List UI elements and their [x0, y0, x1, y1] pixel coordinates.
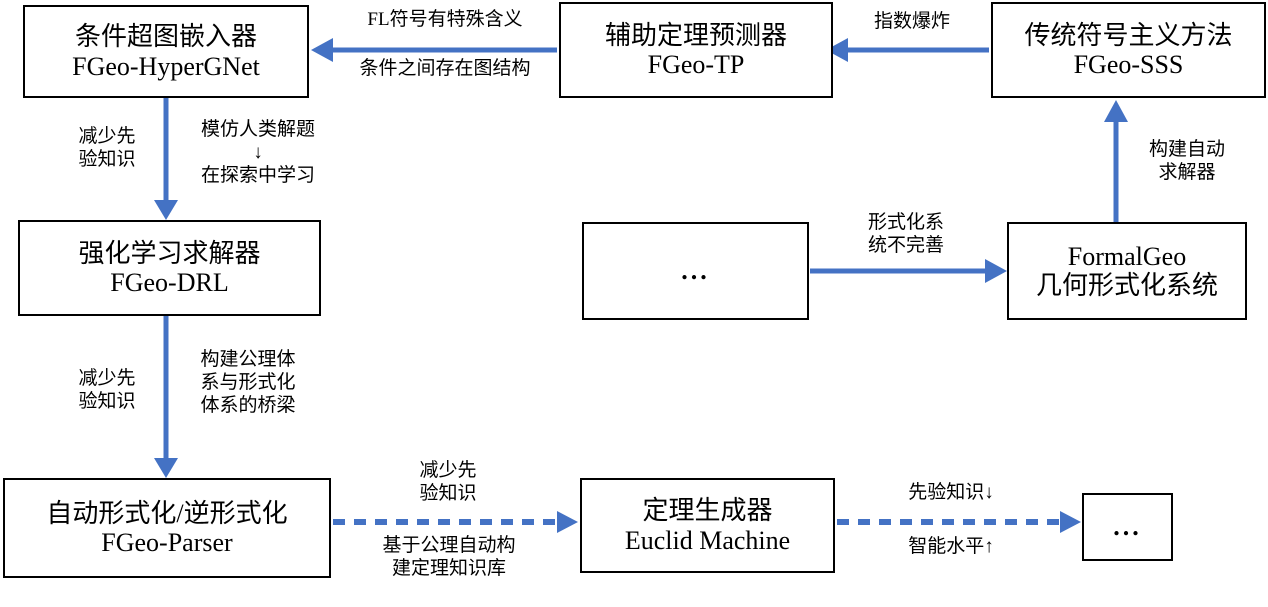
- edge-label-hypergnet-to-drl-left: 减少先 验知识: [78, 126, 136, 171]
- node-fgeo-drl[interactable]: 强化学习求解器 FGeo-DRL: [18, 220, 321, 316]
- edge-label-sss-to-tp: 指数爆炸: [873, 11, 950, 32]
- node-mid-ellipsis[interactable]: ...: [582, 222, 809, 320]
- edge-parser-to-euclid: [333, 511, 578, 533]
- node-fgeo-tp-line2: FGeo-TP: [647, 50, 745, 79]
- node-fgeo-tp-line1: 辅助定理预测器: [604, 20, 787, 50]
- edge-label-hypergnet-to-drl-right: 模仿人类解题 ↓ 在探索中学习: [200, 119, 315, 187]
- edge-label-parser-to-euclid-above: 减少先 验知识: [419, 460, 477, 505]
- node-end-ellipsis-label: ...: [1113, 512, 1142, 542]
- node-euclid-machine-line1: 定理生成器: [642, 496, 773, 526]
- node-fgeo-parser-line1: 自动形式化/逆形式化: [46, 498, 288, 528]
- node-fgeo-sss[interactable]: 传统符号主义方法 FGeo-SSS: [991, 2, 1266, 98]
- edge-label-drl-to-parser-right: 构建公理体 系与形式化 体系的桥梁: [200, 349, 296, 417]
- node-formalgeo-line2: 几何形式化系统: [1035, 271, 1218, 300]
- node-formalgeo-line1: FormalGeo: [1067, 241, 1187, 271]
- node-fgeo-parser-line2: FGeo-Parser: [101, 528, 233, 557]
- node-fgeo-sss-line1: 传统符号主义方法: [1024, 20, 1233, 50]
- node-hypergnet-line2: FGeo-HyperGNet: [72, 51, 260, 81]
- node-euclid-machine[interactable]: 定理生成器 Euclid Machine: [580, 478, 835, 573]
- node-fgeo-parser[interactable]: 自动形式化/逆形式化 FGeo-Parser: [3, 478, 331, 578]
- edge-label-euclid-to-end-above: 先验知识↓: [908, 482, 994, 503]
- edge-label-ellipsis-to-formalgeo: 形式化系 统不完善: [867, 212, 944, 257]
- node-end-ellipsis[interactable]: ...: [1082, 493, 1173, 561]
- edge-label-euclid-to-end-below: 智能水平↑: [908, 536, 994, 557]
- edge-formalgeo-to-sss: [1104, 100, 1128, 222]
- edge-drl-to-parser: [154, 316, 178, 478]
- edge-label-tp-to-hypergnet-above: FL符号有特殊含义: [367, 9, 523, 30]
- node-formalgeo[interactable]: FormalGeo 几何形式化系统: [1007, 222, 1247, 320]
- edge-midellipsis-to-formalgeo: [810, 259, 1007, 283]
- edge-label-drl-to-parser-left: 减少先 验知识: [78, 368, 136, 413]
- edge-label-formalgeo-to-sss: 构建自动 求解器: [1148, 139, 1225, 184]
- node-euclid-machine-line2: Euclid Machine: [624, 525, 791, 555]
- node-fgeo-tp[interactable]: 辅助定理预测器 FGeo-TP: [559, 2, 833, 98]
- edge-hypergnet-to-drl: [154, 98, 178, 220]
- edge-sss-to-tp: [826, 38, 989, 62]
- node-fgeo-drl-line1: 强化学习求解器: [78, 238, 261, 268]
- node-hypergnet[interactable]: 条件超图嵌入器 FGeo-HyperGNet: [23, 5, 309, 98]
- edge-label-tp-to-hypergnet-below: 条件之间存在图结构: [359, 58, 531, 79]
- node-hypergnet-line1: 条件超图嵌入器: [74, 22, 257, 52]
- edge-euclid-to-endellipsis: [837, 511, 1081, 533]
- node-mid-ellipsis-label: ...: [681, 256, 710, 286]
- node-fgeo-sss-line2: FGeo-SSS: [1073, 50, 1184, 79]
- node-fgeo-drl-line2: FGeo-DRL: [110, 268, 229, 297]
- edge-label-parser-to-euclid-below: 基于公理自动构 建定理知识库: [382, 535, 516, 580]
